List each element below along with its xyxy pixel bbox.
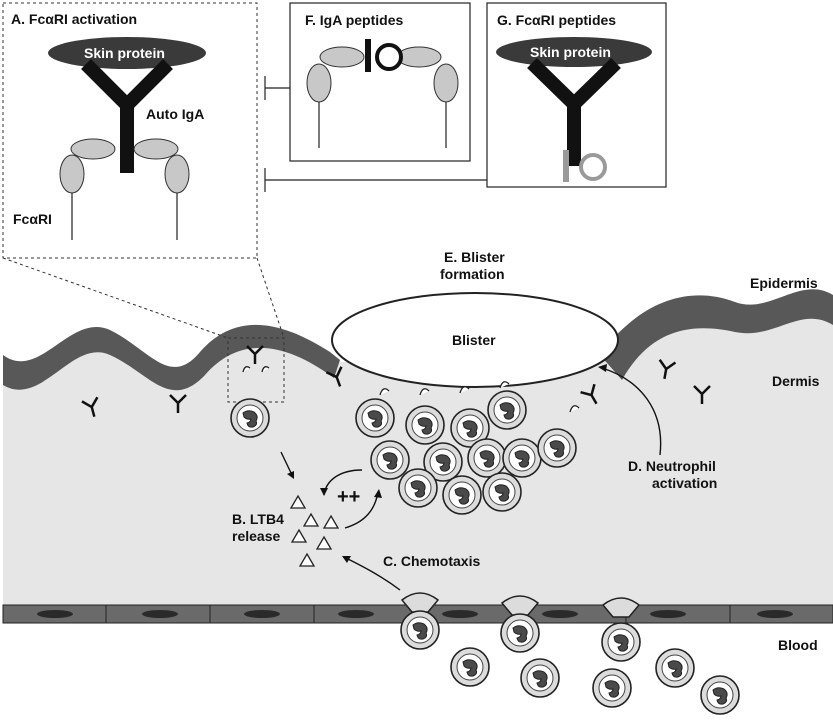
chemotaxis-arrow-head	[342, 556, 351, 563]
fcari-peptide-ring	[579, 153, 607, 181]
ltb4-triangle	[315, 535, 333, 550]
neutrophil	[406, 406, 444, 444]
receptor-domain	[59, 154, 85, 194]
amplification-arrow-out-head	[374, 489, 382, 498]
receptor-domain	[164, 154, 190, 194]
epidermis-layer	[3, 324, 340, 391]
panel-a-title: A. FcαRI activation	[11, 11, 137, 27]
skin-protein-label: Skin protein	[530, 44, 611, 60]
ltb4-arrow-head	[287, 471, 294, 479]
dermis-region	[3, 301, 833, 605]
neutrophil-activation-label-2: activation	[652, 475, 717, 491]
auto-iga-antibody	[527, 57, 621, 166]
receptor-domain	[133, 138, 179, 160]
neutrophil	[399, 469, 437, 507]
activation-arrow	[601, 367, 662, 456]
neutrophil	[488, 391, 526, 429]
receptor-domain	[319, 46, 365, 68]
chemotaxis-label: C. Chemotaxis	[383, 553, 480, 569]
blood-neutrophil	[701, 676, 739, 714]
ltb4-triangle	[302, 512, 320, 527]
ltb4-label: B. LTB4	[232, 511, 284, 527]
dermis-label: Dermis	[772, 373, 820, 389]
amplification-arrow-in-head	[320, 488, 328, 496]
panel-g: G. FcαRI peptides Skin protein	[486, 2, 667, 188]
blister-shape	[331, 292, 619, 388]
inhibition-connector-f	[264, 76, 290, 100]
ltb4-triangle	[290, 528, 308, 543]
skin-protein-shape	[496, 37, 652, 67]
zoom-connector	[256, 257, 285, 339]
panel-g-title: G. FcαRI peptides	[497, 12, 616, 28]
activated-neutrophil	[231, 399, 269, 437]
neutrophil	[468, 439, 506, 477]
receptor-domain	[70, 138, 116, 160]
fcari-peptide-bar	[563, 150, 569, 182]
transmigrating-neutrophil	[401, 592, 439, 649]
receptor-pair	[242, 366, 270, 373]
neutrophil-activation-label: D. Neutrophil	[628, 458, 716, 474]
ltb4-label-2: release	[232, 528, 280, 544]
activation-arrow-head	[598, 364, 607, 372]
amplification-label: ++	[337, 486, 360, 508]
auto-iga-label: Auto IgA	[146, 106, 204, 122]
zoom-connector	[2, 257, 229, 339]
blood-label: Blood	[778, 637, 818, 653]
neutrophil	[443, 476, 481, 514]
blister-formation-label: E. Blister	[444, 249, 505, 265]
skin-protein-shape	[48, 37, 206, 69]
fcari-label: FcαRI	[13, 211, 52, 227]
iga-peptide-ring	[375, 43, 403, 71]
inhibition-connector-g	[264, 168, 487, 192]
blood-neutrophil	[656, 649, 694, 687]
epidermis-layer-right	[600, 289, 833, 380]
ltb4-triangle	[322, 514, 340, 529]
auto-iga-antibody	[81, 59, 173, 173]
skin-protein-label: Skin protein	[84, 45, 165, 61]
neutrophil	[538, 429, 576, 467]
panel-f-title: F. IgA peptides	[305, 12, 403, 28]
neutrophil	[356, 399, 394, 437]
ltb4-arrow	[280, 451, 293, 476]
blood-neutrophil	[593, 669, 631, 707]
blood-neutrophil	[521, 659, 559, 697]
blood-neutrophil	[451, 648, 489, 686]
ltb4-triangle	[298, 552, 316, 567]
receptor-domain	[396, 46, 442, 68]
neutrophil	[483, 473, 521, 511]
cluster-receptors	[379, 381, 580, 413]
ltb4-molecules	[289, 494, 340, 567]
transmigrating-neutrophil	[501, 595, 539, 652]
panel-f: F. IgA peptides	[289, 2, 471, 162]
blister-label: Blister	[452, 332, 496, 348]
receptor-domain	[433, 63, 459, 103]
chemotaxis-arrow	[345, 557, 401, 591]
endothelial-nuclei	[37, 610, 793, 618]
blister-formation-label-2: formation	[440, 266, 505, 282]
iga-peptide-bar	[365, 39, 371, 72]
receptor-domain	[306, 63, 332, 103]
neutrophil	[371, 441, 409, 479]
panel-a: A. FcαRI activation Skin protein Auto Ig…	[2, 2, 258, 259]
ltb4-triangle	[289, 494, 307, 509]
neutrophil	[503, 439, 541, 477]
epidermis-label: Epidermis	[750, 275, 818, 291]
transmigrating-neutrophil	[602, 597, 640, 661]
